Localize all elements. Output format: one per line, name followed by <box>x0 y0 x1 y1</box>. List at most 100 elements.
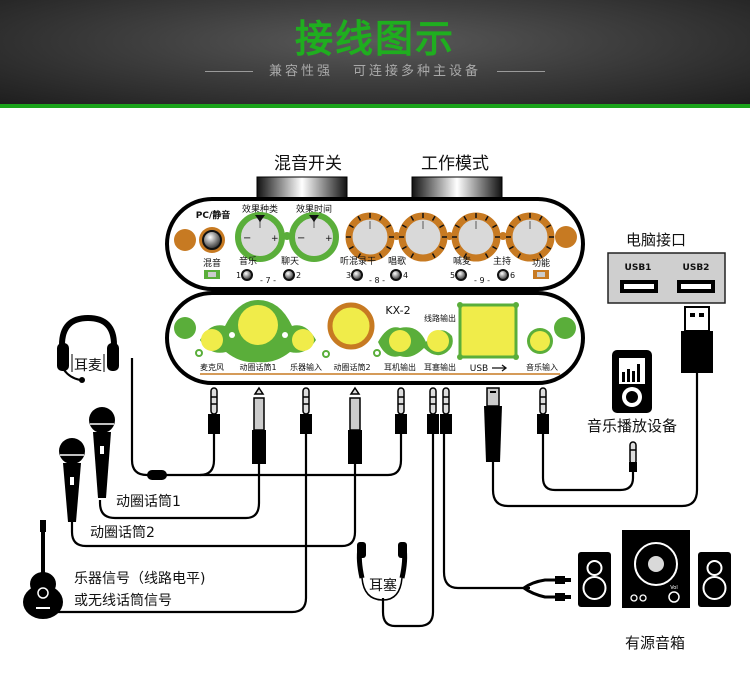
headset-icon <box>57 314 119 383</box>
pc-mute-button[interactable] <box>202 230 222 250</box>
usb2-port[interactable] <box>677 280 715 293</box>
listen-mix-dry-label: 听混录干 <box>340 256 376 267</box>
music-label: 音乐 <box>239 255 257 267</box>
shout-mic-knob[interactable] <box>451 212 501 262</box>
usb-symbol-icon <box>492 364 508 372</box>
group-9-label: - 9 - <box>474 276 490 285</box>
dynamic-mic1-plug-icon <box>252 386 266 464</box>
work-mode-switch[interactable] <box>411 176 503 200</box>
usb-corner <box>513 354 519 360</box>
usb-port[interactable] <box>458 303 518 359</box>
mode-button-2[interactable] <box>283 269 295 281</box>
port-label-headphone-out: 耳机输出 <box>384 362 416 372</box>
mix-led-light <box>208 272 216 277</box>
mic-plug-icon <box>208 387 220 434</box>
earbud-cable <box>381 432 435 628</box>
usb1-label: USB1 <box>625 263 652 273</box>
dynamic-mic1-label: 动圈话筒1 <box>116 493 181 510</box>
mode-button-3[interactable] <box>351 269 363 281</box>
dynamic-mic1-icon <box>89 407 115 498</box>
usb-b-plug-icon <box>484 387 502 462</box>
guitar-icon <box>23 520 63 619</box>
singing-knob[interactable] <box>398 212 448 262</box>
cluster-dot <box>322 350 330 358</box>
headphone-plug-icon <box>395 387 407 434</box>
effect-type-plus: + <box>271 234 279 244</box>
effect-time-plus: + <box>325 234 333 244</box>
page-title: 接线图示 <box>294 17 455 61</box>
music-in-jack[interactable] <box>530 331 550 351</box>
knob-link-dot <box>445 232 454 240</box>
subtitle-right: 可连接多种主设备 <box>353 64 482 79</box>
work-mode-label: 工作模式 <box>421 154 489 174</box>
instrument-jack[interactable] <box>292 329 314 351</box>
bottom-screw-left <box>174 317 196 339</box>
model-label: KX-2 <box>385 304 410 317</box>
earbud-out-jack[interactable] <box>427 330 449 352</box>
mode-button-1[interactable] <box>241 269 253 281</box>
mode-button-5[interactable] <box>455 269 467 281</box>
usb-plug-icon <box>681 306 713 373</box>
headphone-out-jack[interactable] <box>389 330 411 352</box>
effect-type-minus: − <box>243 233 251 244</box>
player-plug-icon <box>629 441 637 472</box>
dynamic-mic2-label: 动圈话筒2 <box>90 524 155 541</box>
mode-button-6[interactable] <box>497 269 509 281</box>
instrument-cable <box>45 432 308 614</box>
btn-num-6: 6 <box>510 271 515 280</box>
music-in-plug-icon <box>537 387 549 434</box>
btn-num-2: 2 <box>296 271 301 280</box>
cluster-dot <box>195 349 203 357</box>
headset-label: 耳麦 <box>74 358 102 374</box>
listen-mix-knob[interactable] <box>345 212 395 262</box>
headset-splitter <box>147 470 167 480</box>
active-speakers-label: 有源音箱 <box>625 634 685 652</box>
dynamic-mic2-plug-icon <box>348 386 362 464</box>
effect-time-knob[interactable] <box>289 212 339 262</box>
singing-label: 唱歌 <box>388 255 406 267</box>
mix-led-label: 混音 <box>203 257 221 269</box>
usb-cable <box>491 372 699 508</box>
effect-type-label: 效果种类 <box>242 203 278 215</box>
knob-link-dot <box>392 232 401 240</box>
dynamic-mic2-icon <box>59 438 85 522</box>
usb2-label: USB2 <box>683 263 710 273</box>
earbuds-icon <box>356 542 408 601</box>
chat-label: 聊天 <box>281 255 299 267</box>
dynamic-mic2-jack[interactable] <box>327 302 375 350</box>
cluster-dot <box>373 349 381 357</box>
usb-corner <box>457 354 463 360</box>
mix-switch-label: 混音开关 <box>274 154 342 174</box>
earbud-plug-icon <box>427 387 439 434</box>
usb-corner <box>457 302 463 308</box>
port-label-dynamic-mic2: 动圈话筒2 <box>333 362 370 372</box>
header-banner: 接线图示 兼容性强 可连接多种主设备 <box>0 0 750 104</box>
instrument-label-2: 或无线话筒信号 <box>74 592 172 609</box>
mix-switch[interactable] <box>256 176 348 200</box>
subtitle-left: 兼容性强 <box>268 64 333 79</box>
pc-mute-label: PC/静音 <box>196 209 231 221</box>
port-label-instrument: 乐器输入 <box>290 362 322 372</box>
group-7-label: - 7 - <box>260 276 276 285</box>
btn-num-1: 1 <box>236 271 241 280</box>
divider-right <box>497 71 546 72</box>
effect-type-knob[interactable] <box>235 212 285 262</box>
port-label-mic: 麦克风 <box>200 362 224 372</box>
left-speaker-icon <box>578 552 611 607</box>
function-label: 功能 <box>532 257 550 269</box>
mic2-cable <box>70 462 357 548</box>
host-knob[interactable] <box>505 212 555 262</box>
earbuds-label: 耳塞 <box>369 577 397 594</box>
mic-jack[interactable] <box>201 329 223 351</box>
cluster-dot <box>229 332 235 338</box>
dynamic-mic1-jack[interactable] <box>238 305 278 345</box>
port-label-usb: USB <box>470 364 488 374</box>
music-player-label: 音乐播放设备 <box>587 417 677 435</box>
right-speaker-icon <box>698 552 731 607</box>
computer-usb-panel <box>607 252 726 304</box>
headset-cable <box>130 358 216 477</box>
usb1-port[interactable] <box>620 280 658 293</box>
port-label-dynamic-mic1: 动圈话筒1 <box>239 362 276 372</box>
wiring-diagram: 混音开关 工作模式 PC/静音 混音 效果种类 效果时间 − + − + 音乐 … <box>23 154 731 652</box>
mode-button-4[interactable] <box>390 269 402 281</box>
